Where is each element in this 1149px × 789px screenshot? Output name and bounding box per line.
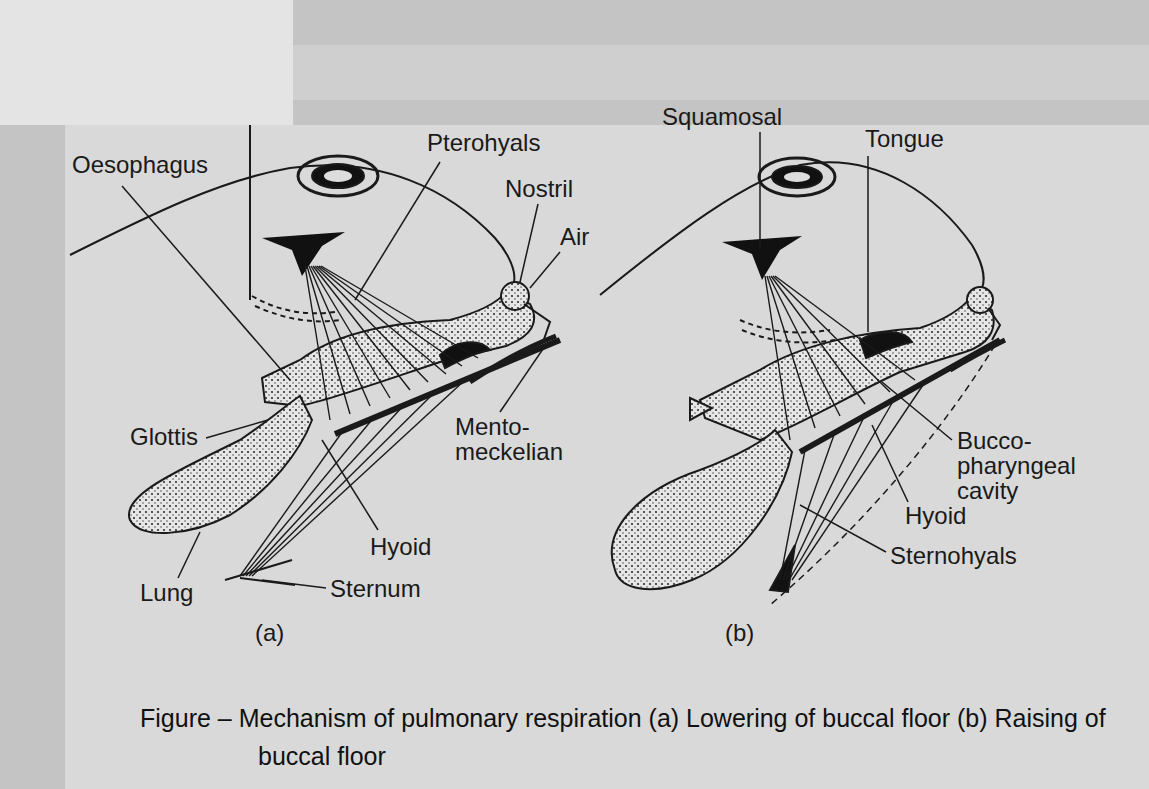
leader-lines bbox=[122, 132, 952, 588]
part-label: Sternohyals bbox=[890, 543, 1017, 568]
scan-patch bbox=[293, 45, 1149, 100]
part-label: Tongue bbox=[865, 126, 944, 151]
part-label: Glottis bbox=[130, 424, 198, 449]
part-label: Squamosal bbox=[662, 104, 782, 129]
panel-letter: (a) bbox=[255, 620, 284, 645]
figure-a bbox=[70, 125, 560, 585]
part-label: Sternum bbox=[330, 576, 421, 601]
figure-caption: Figure – Mechanism of pulmonary respirat… bbox=[140, 700, 1140, 775]
panel-letter: (b) bbox=[725, 620, 754, 645]
part-label: Hyoid bbox=[370, 534, 431, 559]
part-label: Nostril bbox=[505, 176, 573, 201]
part-label: Pterohyals bbox=[427, 130, 540, 155]
figure-b bbox=[600, 158, 1005, 605]
part-label: Mento-meckelian bbox=[455, 414, 595, 464]
figure-panel bbox=[65, 125, 1149, 789]
part-label: Hyoid bbox=[905, 503, 966, 528]
part-label: Bucco-pharyngeal cavity bbox=[957, 428, 1143, 504]
part-label: Oesophagus bbox=[72, 152, 208, 177]
scan-patch bbox=[0, 0, 293, 125]
part-label: Lung bbox=[140, 580, 193, 605]
part-label: Air bbox=[560, 224, 589, 249]
